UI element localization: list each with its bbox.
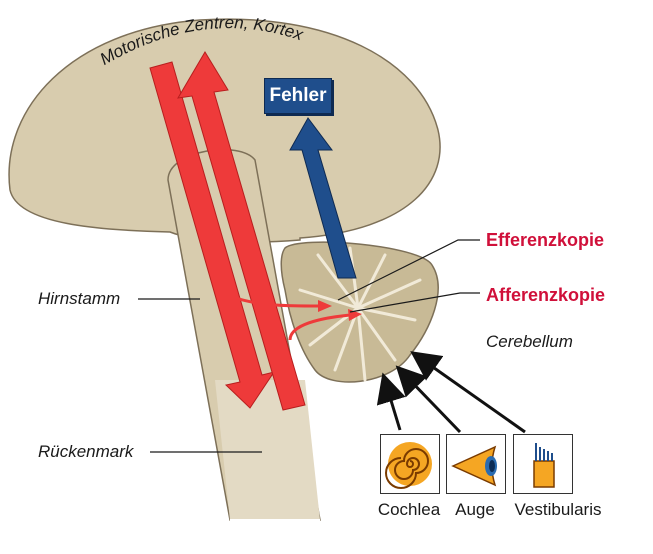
- spinal-cord-shape: [215, 380, 320, 520]
- cochlea-icon: [380, 434, 440, 494]
- vestibular-icon: [513, 434, 573, 494]
- auge-label: Auge: [455, 500, 495, 519]
- fehler-box: Fehler: [264, 78, 332, 114]
- afferenzkopie-label: Afferenzkopie: [486, 285, 606, 305]
- rueckenmark-label: Rückenmark: [38, 442, 134, 461]
- ascending-arrow: [177, 51, 306, 411]
- hirnstamm-label: Hirnstamm: [38, 289, 121, 308]
- fehler-arrow: [289, 117, 357, 279]
- cochlea-label: Cochlea: [377, 500, 441, 519]
- leader-lines: [138, 239, 480, 453]
- eye-icon: [446, 434, 506, 494]
- cerebellum-rays: [298, 246, 422, 382]
- cerebellum-label: Cerebellum: [486, 332, 573, 351]
- descending-arrow: [149, 61, 276, 409]
- efferenzkopie-label: Efferenzkopie: [486, 230, 605, 250]
- sense-arrows: [376, 351, 526, 434]
- efferenzkopie-arrow: [235, 296, 332, 312]
- vestibularis-label: Vestibularis: [514, 500, 602, 519]
